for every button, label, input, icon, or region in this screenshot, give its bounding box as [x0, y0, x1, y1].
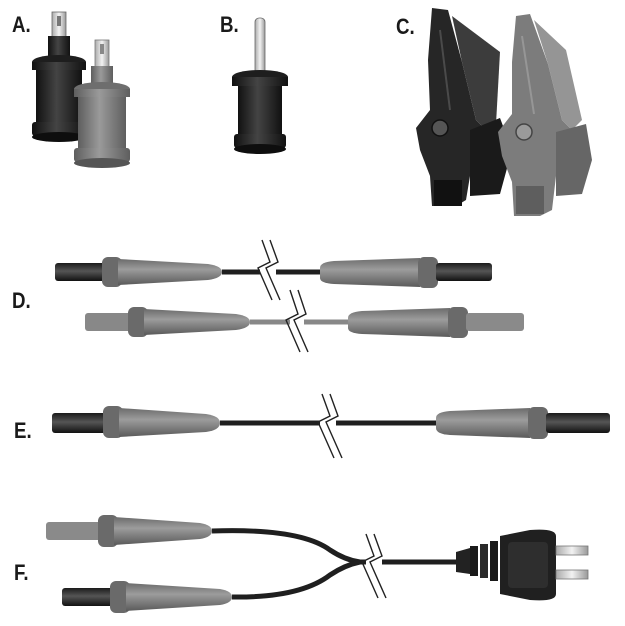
label-a: A. [12, 12, 31, 37]
test-lead-d-gray [85, 289, 524, 353]
label-b: B. [220, 12, 239, 37]
label-d: D. [12, 288, 31, 313]
adapter-a-gray [74, 39, 130, 168]
adapter-b-pin [232, 17, 288, 154]
clip-c-black [416, 8, 512, 206]
label-f: F. [14, 560, 29, 585]
clip-c-gray [498, 14, 592, 216]
test-lead-e [52, 393, 610, 459]
label-e: E. [14, 418, 32, 443]
adapter-a-black [32, 11, 86, 142]
power-cord-f [46, 515, 589, 613]
label-c: C. [396, 14, 415, 39]
test-lead-d-black [55, 239, 492, 301]
